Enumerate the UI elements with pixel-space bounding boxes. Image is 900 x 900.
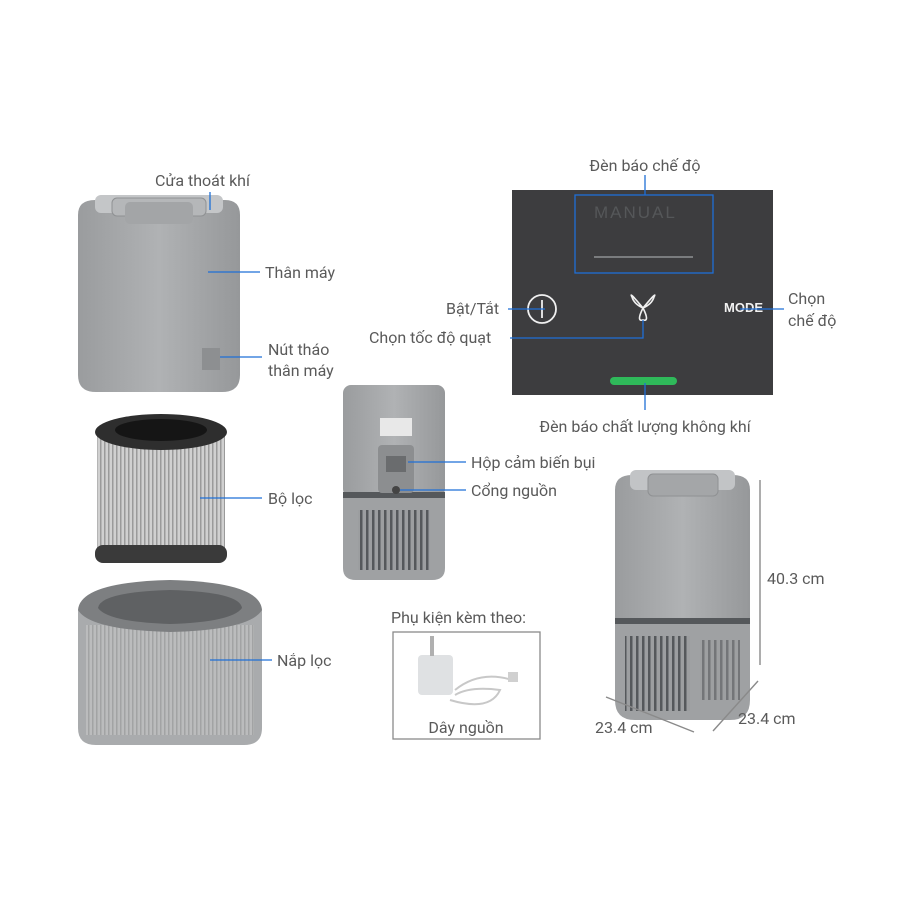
power-adapter-image [418, 636, 518, 706]
label-air-quality: Đèn báo chất lượng không khí [539, 417, 751, 436]
label-power-cord: Dây nguồn [428, 718, 503, 737]
width-dimension-line [605, 696, 695, 733]
dimension-depth: 23.4 cm [738, 709, 796, 728]
depth-dimension-line [712, 680, 759, 732]
dimension-width: 23.4 cm [595, 718, 653, 737]
panel-display-text: MANUAL [594, 203, 677, 222]
dimension-height: 40.3 cm [767, 569, 825, 588]
filter-cover-image [78, 580, 262, 745]
filter-image [95, 414, 227, 563]
label-release-1: Nút tháo [268, 340, 329, 359]
label-outlet: Cửa thoát khí [155, 171, 251, 190]
label-filter: Bộ lọc [268, 489, 312, 508]
accessories-box [392, 631, 541, 740]
label-mode-indicator: Đèn báo chế độ [589, 156, 700, 175]
mode-button-label: MODE [724, 300, 763, 315]
control-panel-image: MANUAL MODE [512, 190, 773, 395]
label-release-2: thân máy [268, 361, 334, 380]
label-power: Bật/Tắt [446, 299, 499, 318]
back-view-image [343, 385, 445, 580]
label-mode-1: Chọn [788, 289, 825, 308]
air-quality-light [610, 377, 677, 385]
label-filter-cover: Nắp lọc [277, 651, 331, 670]
label-mode-2: chế độ [788, 311, 836, 330]
label-power-port: Cổng nguồn [471, 481, 557, 500]
main-body-image [78, 195, 240, 392]
mode-indicator-frame [574, 194, 714, 274]
label-fan-speed: Chọn tốc độ quạt [369, 328, 491, 347]
fan-leader [510, 320, 644, 339]
accessories-title: Phụ kiện kèm theo: [391, 608, 526, 627]
label-sensor: Hộp cảm biến bụi [471, 453, 595, 472]
full-unit-image [615, 470, 750, 720]
label-body: Thân máy [265, 263, 335, 282]
